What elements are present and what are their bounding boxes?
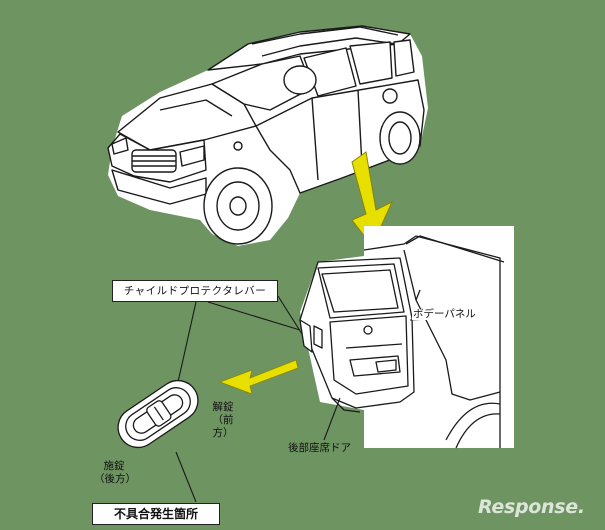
lever-closeup [117, 379, 199, 449]
unlock-forward-label: 解錠（前方） [212, 401, 234, 439]
response-watermark: Response. [478, 496, 585, 518]
leader-door [323, 397, 341, 441]
leader-defect [175, 451, 197, 503]
suv-illustration [107, 25, 428, 246]
lock-rearward-label: 施錠（後方） [94, 460, 136, 485]
defect-location-label: 不具合発生箇所 [92, 503, 220, 525]
body-panel-label: ボデーパネル [412, 308, 477, 320]
small-yellow-arrow [218, 359, 299, 395]
leader-lever-to-door [277, 295, 303, 335]
door-detail [299, 226, 514, 449]
leader-lever-to-part [177, 301, 197, 383]
leader-lever-to-door-2 [207, 301, 301, 331]
child-protector-lever-label: チャイルドプロテクタレバー [112, 280, 278, 302]
rear-door-label: 後部座席ドア [288, 442, 351, 454]
big-yellow-arrow [351, 151, 394, 247]
